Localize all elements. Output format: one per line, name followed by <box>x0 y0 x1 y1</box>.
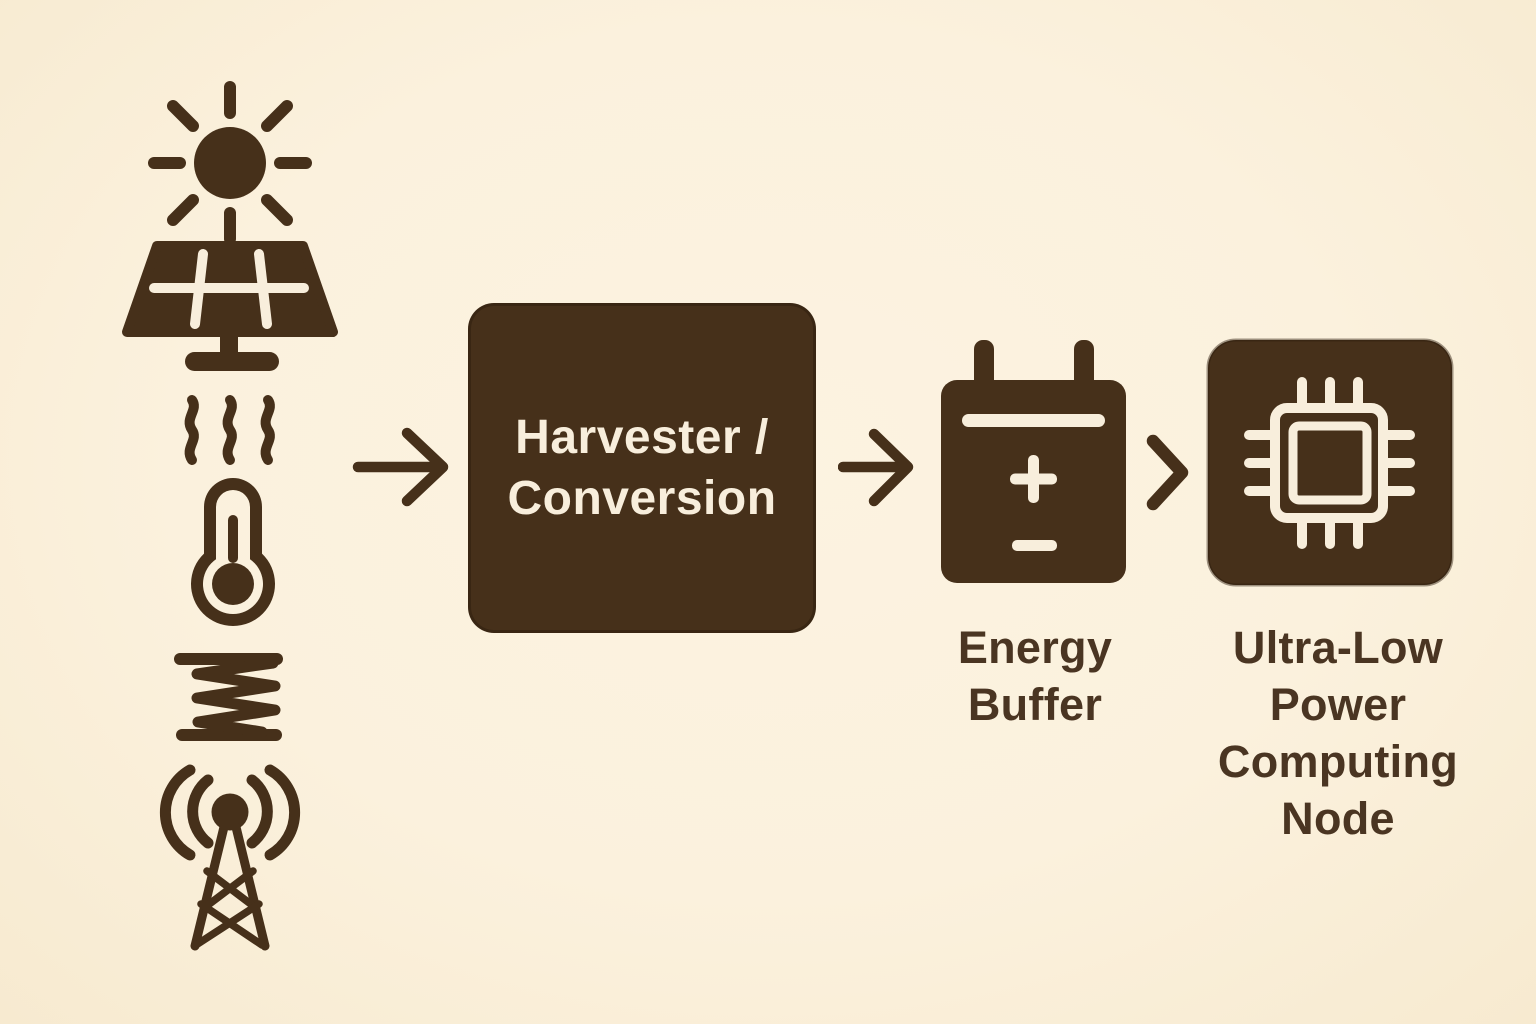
harvester-label-line1: Harvester / <box>515 411 769 464</box>
solar-panel-icon <box>122 241 338 371</box>
spring-icon <box>174 653 283 741</box>
computing-node-label: Ultra-Low Power Computing Node <box>1182 619 1494 847</box>
energy-buffer-label-line2: Buffer <box>967 679 1103 730</box>
thermometer-icon <box>191 478 275 626</box>
sun-icon <box>148 81 312 245</box>
computing-node-label-line1: Ultra-Low <box>1232 622 1444 673</box>
arrow-right-icon <box>838 428 914 507</box>
battery-icon <box>941 340 1126 583</box>
harvester-conversion-box: Harvester / Conversion <box>468 303 816 633</box>
computing-node-label-line2: Power <box>1269 679 1407 730</box>
arrow-right-icon <box>352 427 449 507</box>
energy-buffer-label: Energy Buffer <box>905 619 1165 733</box>
chevron-right-icon <box>1146 434 1189 511</box>
harvester-label-line2: Conversion <box>507 472 777 525</box>
heat-waves-icon <box>184 395 275 465</box>
radio-antenna-icon <box>159 764 301 951</box>
cpu-chip-icon <box>1206 338 1454 587</box>
computing-node-label-line4: Node <box>1281 793 1395 844</box>
energy-buffer-label-line1: Energy <box>957 622 1113 673</box>
computing-node-label-line3: Computing <box>1217 736 1459 787</box>
